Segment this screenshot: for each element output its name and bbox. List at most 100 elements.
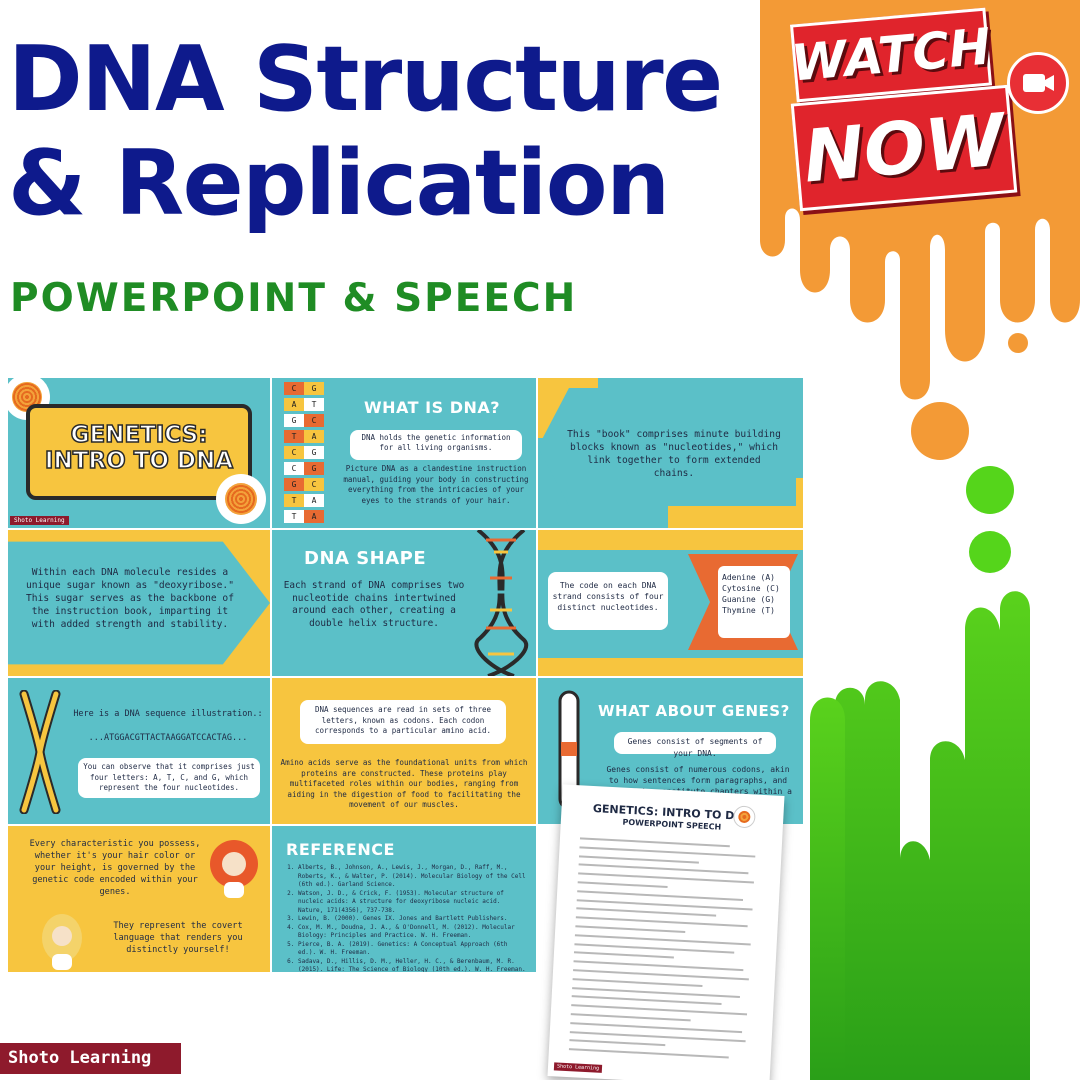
base-letter: G (284, 478, 304, 491)
slide-body: This "book" comprises minute building bl… (567, 429, 781, 479)
card-text: DNA holds the genetic information for al… (361, 433, 511, 452)
brand-tag: Shoto Learning (553, 1062, 603, 1073)
document-line (577, 881, 668, 889)
document-line (570, 1013, 691, 1022)
base-letter: G (304, 462, 324, 475)
reference-item: Cox, M. M., Doudna, J. A., & O'Donnell, … (298, 924, 526, 941)
base-letter: C (284, 382, 304, 395)
base-letter: T (284, 430, 304, 443)
base-letter: G (304, 446, 324, 459)
base-letter: A (284, 398, 304, 411)
info-card: The code on each DNA strand consists of … (548, 572, 668, 630)
slide-dna-shape: DNA SHAPE Each strand of DNA comprises t… (272, 530, 536, 676)
card-text: Genes consist of segments of your DNA. (627, 737, 763, 758)
slide-traits: Every characteristic you possess, whethe… (8, 826, 270, 972)
info-card: You can observe that it comprises just f… (78, 758, 260, 798)
base-letter: T (304, 398, 324, 411)
base-letter: C (284, 446, 304, 459)
now-label: NOW (800, 97, 1008, 199)
nucleotide-item: Thymine (T) (722, 606, 775, 615)
reference-list: Alberts, B., Johnson, A., Lewis, J., Mor… (286, 864, 526, 972)
slide-body: They represent the covert language that … (113, 921, 243, 955)
title-line-2: & Replication (8, 131, 670, 236)
nucleotide-list: Adenine (A) Cytosine (C) Guanine (G) Thy… (718, 566, 790, 638)
document-line (574, 942, 735, 954)
dna-sequence: ...ATGGACGTTACTAAGGATCCACTAG... (88, 733, 248, 743)
slide-genetics-intro: GENETICS: INTRO TO DNA Shoto Learning (8, 378, 270, 528)
reference-item: Sadava, D., Hillis, D. M., Heller, H. C.… (298, 958, 526, 973)
green-dot (966, 466, 1014, 514)
slide-deoxyribose: Within each DNA molecule resides a uniqu… (8, 530, 270, 676)
slide-nucleotides: This "book" comprises minute building bl… (538, 378, 803, 528)
teal-panel (8, 541, 270, 665)
yellow-strip (538, 530, 803, 550)
watch-now-badge[interactable]: WATCH NOW (785, 7, 1075, 218)
base-letter: C (304, 478, 324, 491)
reference-item: Pierce, B. A. (2019). Genetics: A Concep… (298, 941, 526, 958)
document-line (568, 1048, 729, 1059)
slide-title: GENETICS: INTRO TO DNA (8, 421, 270, 475)
slide-title: WHAT ABOUT GENES? (598, 702, 790, 720)
base-letter: T (284, 510, 304, 523)
base-letter: G (284, 414, 304, 427)
nucleotide-item: Guanine (G) (722, 595, 775, 604)
document-line (571, 995, 722, 1006)
slide-codons: DNA sequences are read in sets of three … (272, 678, 536, 824)
reference-item: Lewin, B. (2000). Genes IX. Jones and Ba… (298, 915, 526, 924)
yellow-strip (538, 658, 803, 676)
document-line (569, 1039, 666, 1047)
slide-dna-sequence: Here is a DNA sequence illustration.: ..… (8, 678, 270, 824)
base-letter: G (304, 382, 324, 395)
base-letter: A (304, 510, 324, 523)
nucleotide-item: Adenine (A) (722, 573, 775, 582)
document-line (577, 890, 744, 901)
card-text: The code on each DNA strand consists of … (552, 581, 664, 612)
card-text: DNA sequences are read in sets of three … (314, 705, 492, 735)
info-card: Genes consist of segments of your DNA. (614, 732, 776, 758)
title-frame (26, 404, 252, 500)
brand-tag: Shoto Learning (10, 516, 69, 525)
main-title: DNA Structure & Replication (8, 27, 723, 236)
reference-item: Alberts, B., Johnson, A., Lewis, J., Mor… (298, 864, 526, 890)
document-line (579, 837, 730, 848)
slide-title: REFERENCE (286, 840, 395, 859)
slide-four-nucleotides: The code on each DNA strand consists of … (538, 530, 803, 676)
base-letter: C (304, 414, 324, 427)
slide-body: Picture DNA as a clandestine instruction… (343, 464, 529, 505)
card-text: You can observe that it comprises just f… (83, 762, 255, 792)
green-drip-shape (835, 591, 1030, 1080)
double-helix-icon (474, 530, 529, 676)
info-card: DNA sequences are read in sets of three … (300, 700, 506, 744)
base-letter: C (284, 462, 304, 475)
document-line (573, 951, 674, 959)
slide-body: Amino acids serve as the foundational un… (280, 758, 528, 809)
green-drip-shape (810, 697, 845, 1080)
document-line (572, 977, 703, 987)
teal-panel (538, 388, 796, 506)
nucleotide-item: Cytosine (C) (722, 584, 780, 593)
slide-reference: REFERENCE Alberts, B., Johnson, A., Lewi… (272, 826, 536, 972)
chromosome-icon (19, 690, 61, 814)
slide-body: Every characteristic you possess, whethe… (29, 839, 201, 897)
document-line (576, 907, 717, 917)
dna-plate-icon (216, 474, 266, 524)
title-line-1: DNA Structure (8, 27, 723, 132)
video-camera-icon (1007, 52, 1069, 114)
green-dot (969, 531, 1011, 573)
brand-footer-tag: Shoto Learning (0, 1043, 181, 1074)
slide-title-line-2: INTRO TO DNA (44, 447, 234, 475)
watch-label: WATCH (788, 17, 994, 93)
slide-title-line-1: GENETICS: (70, 421, 208, 449)
slide-body: Each strand of DNA comprises two nucleot… (283, 580, 465, 629)
base-letter: A (304, 494, 324, 507)
subtitle: POWERPOINT & SPEECH (10, 276, 578, 321)
